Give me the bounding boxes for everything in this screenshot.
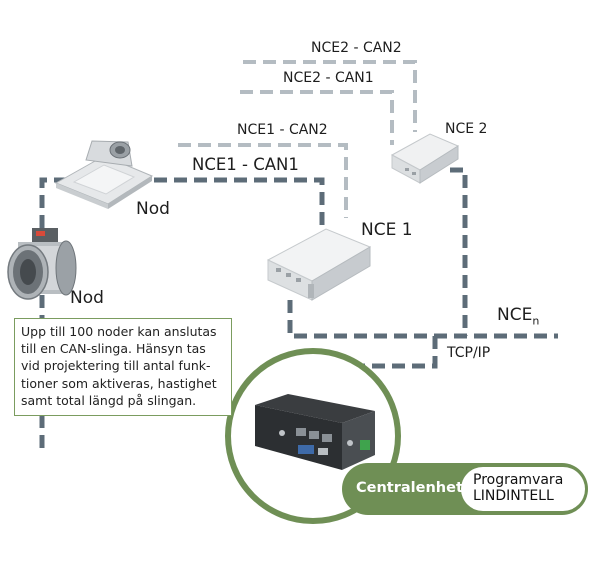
label-nce2-can1: NCE2 - CAN1 bbox=[283, 70, 374, 86]
software-pill bbox=[461, 467, 585, 511]
note-line: till en CAN-slinga. Hänsyn tas bbox=[21, 341, 206, 357]
ceiling-diffuser-node bbox=[54, 140, 154, 209]
label-ncen-main: NCE bbox=[497, 305, 533, 325]
note-line: tioner som aktiveras, hastighet bbox=[21, 375, 217, 391]
nce1-device bbox=[266, 228, 372, 301]
label-ncen: NCEn bbox=[497, 305, 539, 327]
software-label: Programvara LINDINTELL bbox=[473, 472, 563, 504]
note-box: Upp till 100 noder kan anslutas till en … bbox=[14, 318, 232, 417]
note-line: samt total längd på slingan. bbox=[21, 392, 197, 408]
label-nce2-can2: NCE2 - CAN2 bbox=[311, 40, 402, 56]
note-line: Upp till 100 noder kan anslutas bbox=[21, 324, 217, 339]
central-pc-icon bbox=[255, 394, 375, 470]
label-nod-damper: Nod bbox=[70, 288, 104, 308]
label-nce1: NCE 1 bbox=[361, 220, 413, 240]
software-line2: LINDINTELL bbox=[473, 488, 554, 504]
duct-damper-node bbox=[7, 228, 77, 300]
nce2-can1-line bbox=[240, 90, 394, 145]
label-nce1-can2: NCE1 - CAN2 bbox=[237, 122, 328, 138]
note-line: vid projektering till antal funk- bbox=[21, 358, 211, 374]
nce1-can2-line bbox=[178, 143, 348, 218]
tcpip-nce1-line bbox=[287, 300, 558, 339]
label-nce1-can1: NCE1 - CAN1 bbox=[192, 155, 299, 174]
nce2-can2-line bbox=[243, 60, 417, 132]
tcpip-trunk-line bbox=[450, 167, 468, 336]
nce1-can1-line bbox=[39, 177, 325, 448]
label-nce2: NCE 2 bbox=[445, 121, 488, 137]
software-line1: Programvara bbox=[473, 472, 564, 488]
nce2-device bbox=[390, 133, 460, 184]
central-unit-label: Centralenhet bbox=[356, 480, 463, 496]
label-tcpip: TCP/IP bbox=[447, 345, 491, 361]
label-ncen-sub: n bbox=[532, 314, 540, 328]
label-nod-diffuser: Nod bbox=[136, 199, 170, 219]
